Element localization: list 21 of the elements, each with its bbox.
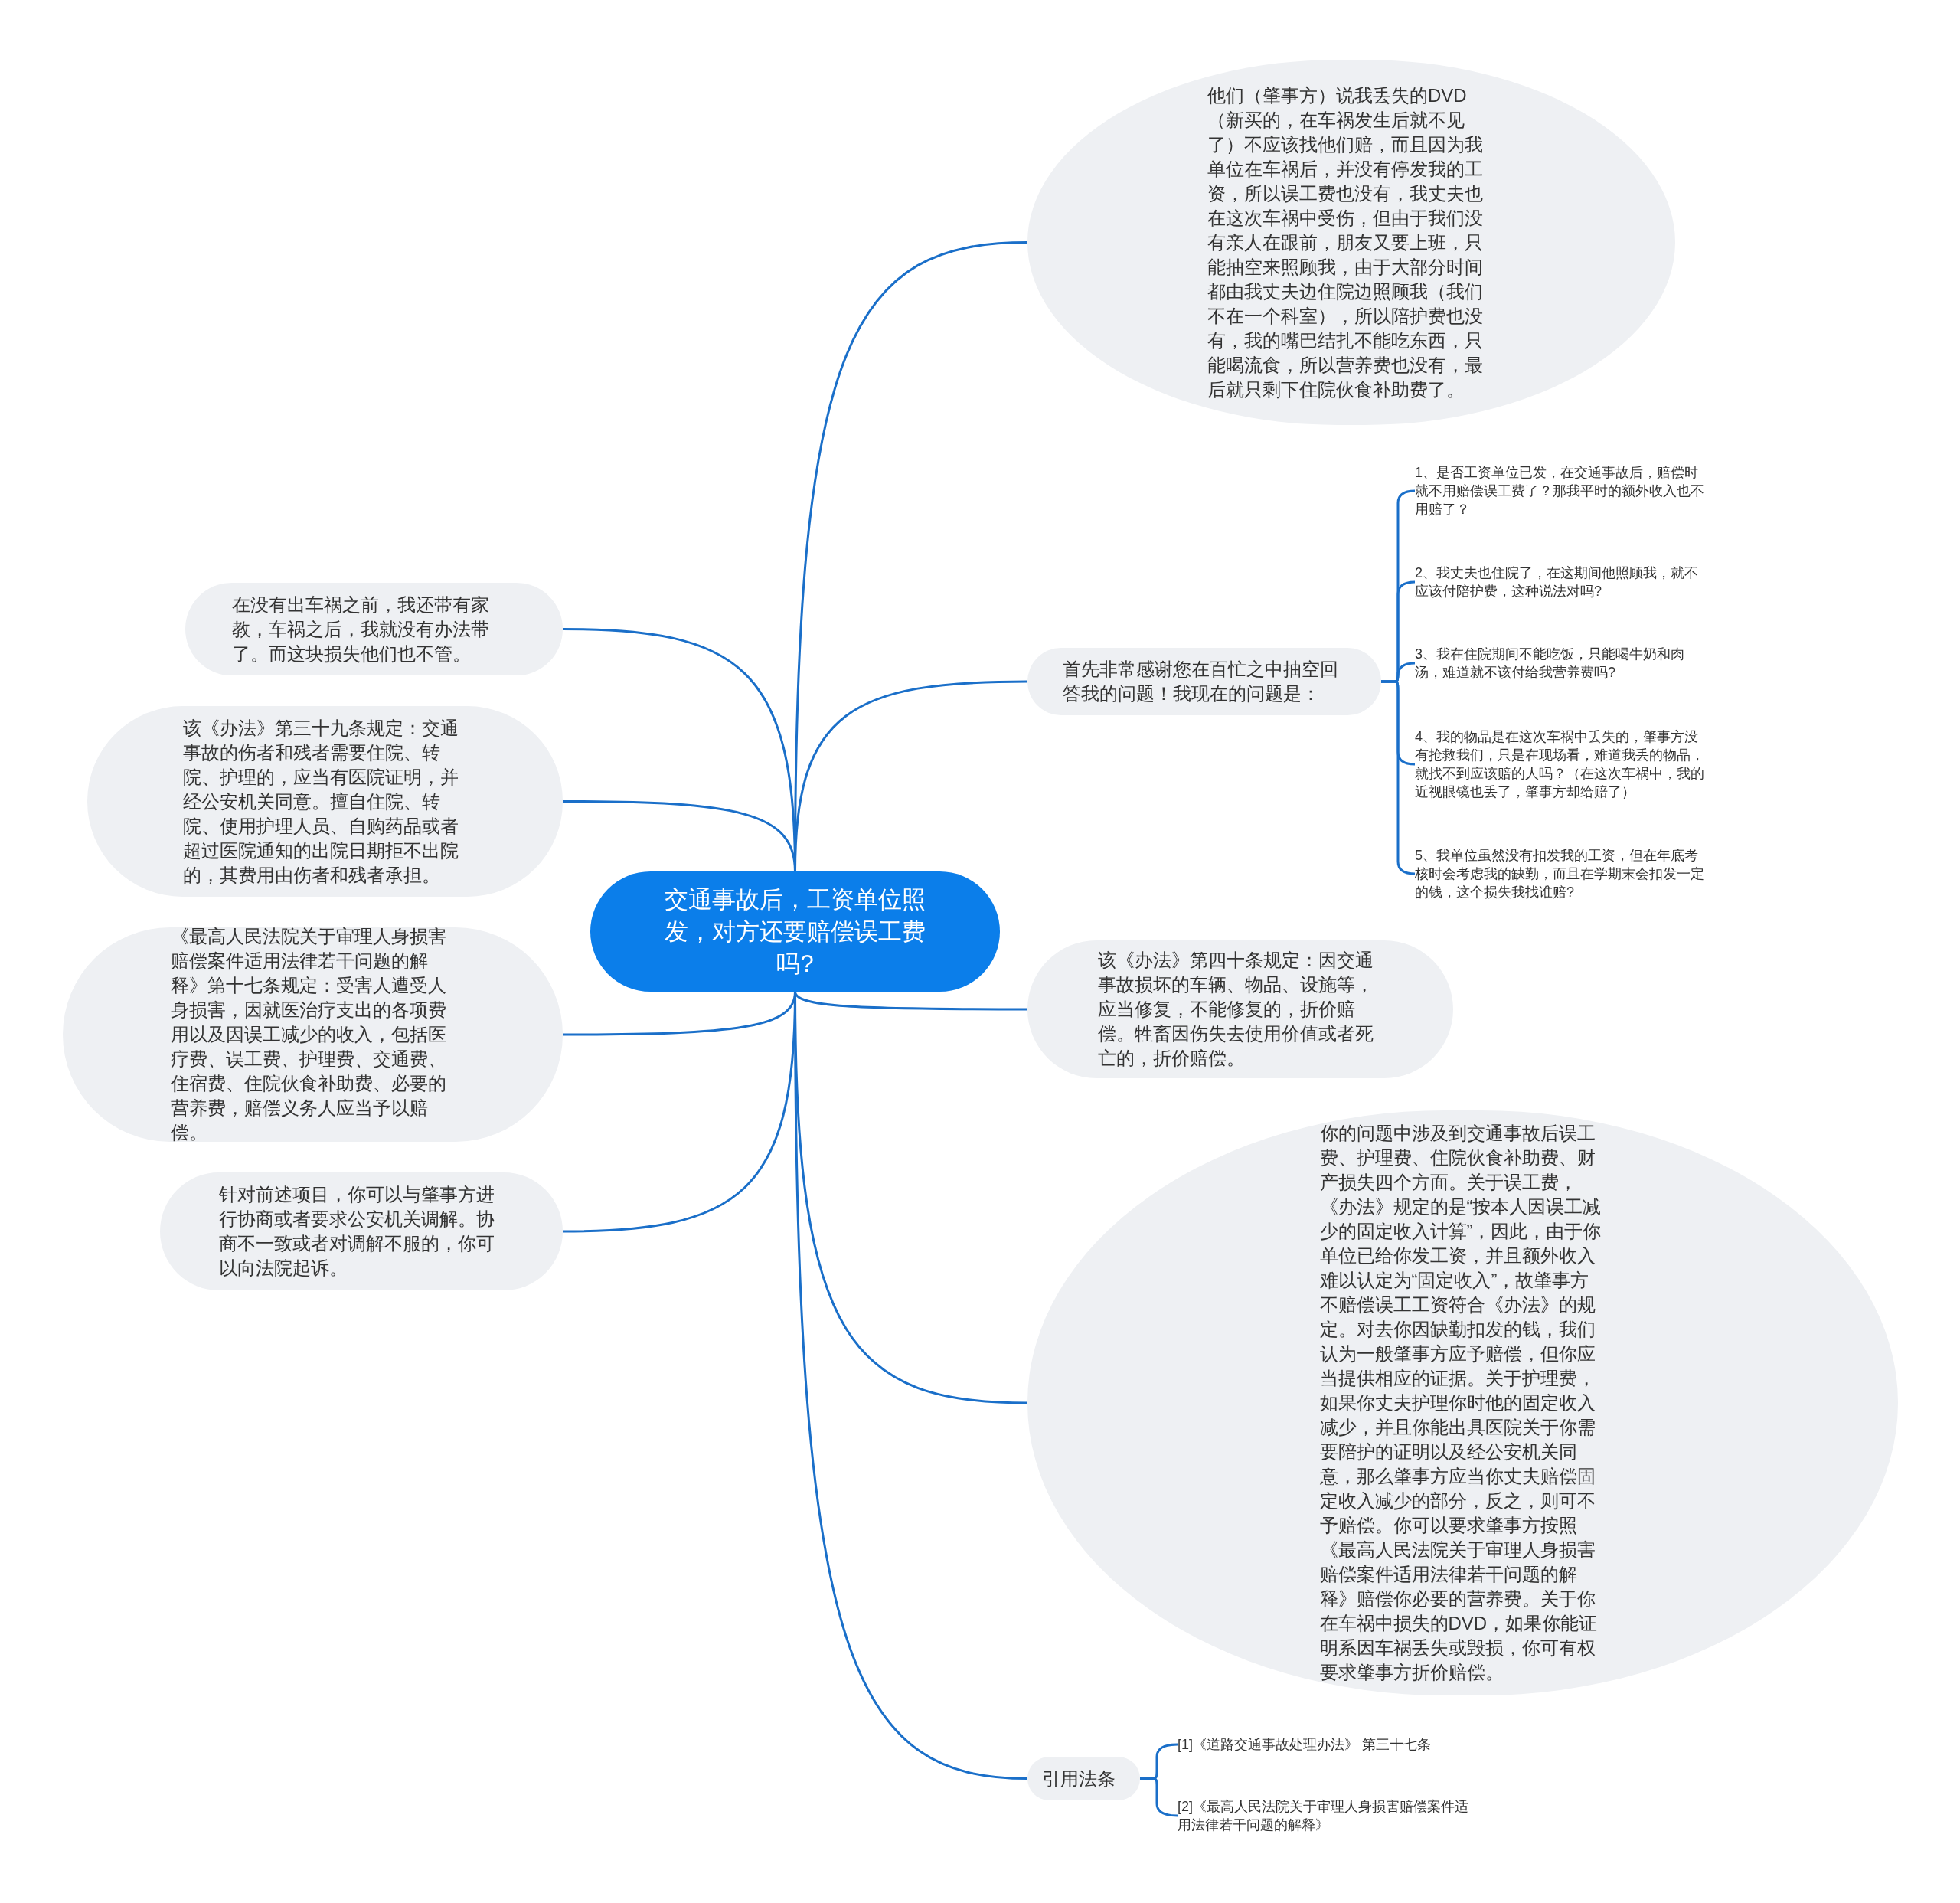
connector-line [563, 800, 796, 872]
connector-line [794, 991, 1027, 1011]
bubble-text: 在没有出车祸之前，我还带有家教，车祸之后，我就没有办法带了。而这块损失他们也不管。 [231, 593, 490, 665]
connector-line [562, 991, 796, 1233]
bubble-text: 你的问题中涉及到交通事故后误工费、护理费、住院伙食补助费、财产损失四个方面。关于误工费，《办法》规定的是“按本人因误工减少的固定收入计算”，因此，由于你单位已给你发工资，并且额外收入难以认定为“固定收入”，故肇事方不赔偿误工工资符合《办法》的规定。对去你因缺勤扣发的钱，我们认为一般肇事方应予赔偿，但你应当提供相应的证据。关于护理费，如果你丈夫护理你时他的固定收入减少，并且你能出具医院关于你需要陪护的证明以及经公安机关同意，那么肇事方应当你丈夫赔偿固定收入减少的部分，反之，则可不予赔偿。你可以要求肇事方按照《最高人民法院关于审理人身损害赔偿案件适用法律若干问题的解释》赔偿你必要的营养费。关于你在车祸中损失的DVD，如果你能证明系因车祸丢失或毁损，你可有权要求肇事方折价赔偿。 [1319, 1122, 1602, 1684]
bubble-text: 《最高人民法院关于审理人身损害赔偿案件适用法律若干问题的解释》第十七条规定：受害人遭受人身损害，因就医治疗支出的各项费用以及因误工减少的收入，包括医疗费、误工费、护理费、交通费、住宿费、住院伙食补助费、必要的营养费，赔偿义务人应当予以赔偿。 [170, 925, 447, 1144]
question-text: 1、是否工资单位已发，在交通事故后，赔偿时就不用赔偿误工费了？那我平时的额外收入也不用赔了？ [1415, 464, 1705, 518]
question-text: 2、我丈夫也住院了，在这期间他照顾我，就不应该付陪护费，这种说法对吗? [1415, 564, 1699, 600]
topic-title: 交通事故后，工资单位照发，对方还要赔偿误工费吗? [664, 884, 926, 979]
reference-text: [2]《最高人民法院关于审理人身损害赔偿案件适用法律若干问题的解释》 [1178, 1798, 1468, 1834]
reference-text: [1]《道路交通事故处理办法》 第三十七条 [1178, 1736, 1432, 1754]
bubble-text: 该《办法》第三十九条规定：交通事故的伤者和残者需要住院、转院、护理的，应当有医院证明，并经公安机关同意。擅自住院、转院、使用护理人员、自购药品或者超过医院通知的出院日期拒不出院的，其费用由伤者和残者承担。 [182, 716, 459, 887]
bubble-text: 他们（肇事方）说我丢失的DVD（新买的，在车祸发生后就不见了）不应该找他们赔，而且因为我单位在车祸后，并没有停发我的工资，所以误工费也没有，我丈夫也在这次车祸中受伤，但由于我们没有亲人在跟前，朋友又要上班，只能抽空来照顾我，由于大部分时间都由我丈夫边住院边照顾我（我们不在一个科室），所以陪护费也没有，我的嘴巴结扎不能吃东西，只能喝流食，所以营养费也没有，最后就只剩下住院伙食补助费了。 [1207, 83, 1484, 401]
question-text: 5、我单位虽然没有扣发我的工资，但在年底考核时会考虑我的缺勤，而且在学期末会扣发一定的钱，这个损失我找谁赔? [1415, 847, 1705, 901]
question-text: 4、我的物品是在这次车祸中丢失的，肇事方没有抢救我们，只是在现场看，难道我丢的物品，就找不到应该赔的人吗？（在这次车祸中，我的近视眼镜也丢了，肇事方却给赔了） [1415, 728, 1705, 801]
bubble-text: 针对前述项目，你可以与肇事方进行协商或者要求公安机关调解。协商不一致或者对调解不服的，你可以向法院起诉。 [219, 1183, 495, 1280]
bubble-text: 该《办法》第四十条规定：因交通事故损坏的车辆、物品、设施等，应当修复，不能修复的，折价赔偿。牲畜因伤失去使用价值或者死亡的，折价赔偿。 [1098, 949, 1374, 1070]
bubble-text: 引用法条 [1041, 1767, 1116, 1790]
question-text: 3、我在住院期间不能吃饭，只能喝牛奶和肉汤，难道就不该付给我营养费吗? [1415, 646, 1685, 682]
bubble-text: 首先非常感谢您在百忙之中抽空回答我的问题！我现在的问题是： [1063, 658, 1339, 705]
topic-bubble [1027, 1757, 1140, 1800]
